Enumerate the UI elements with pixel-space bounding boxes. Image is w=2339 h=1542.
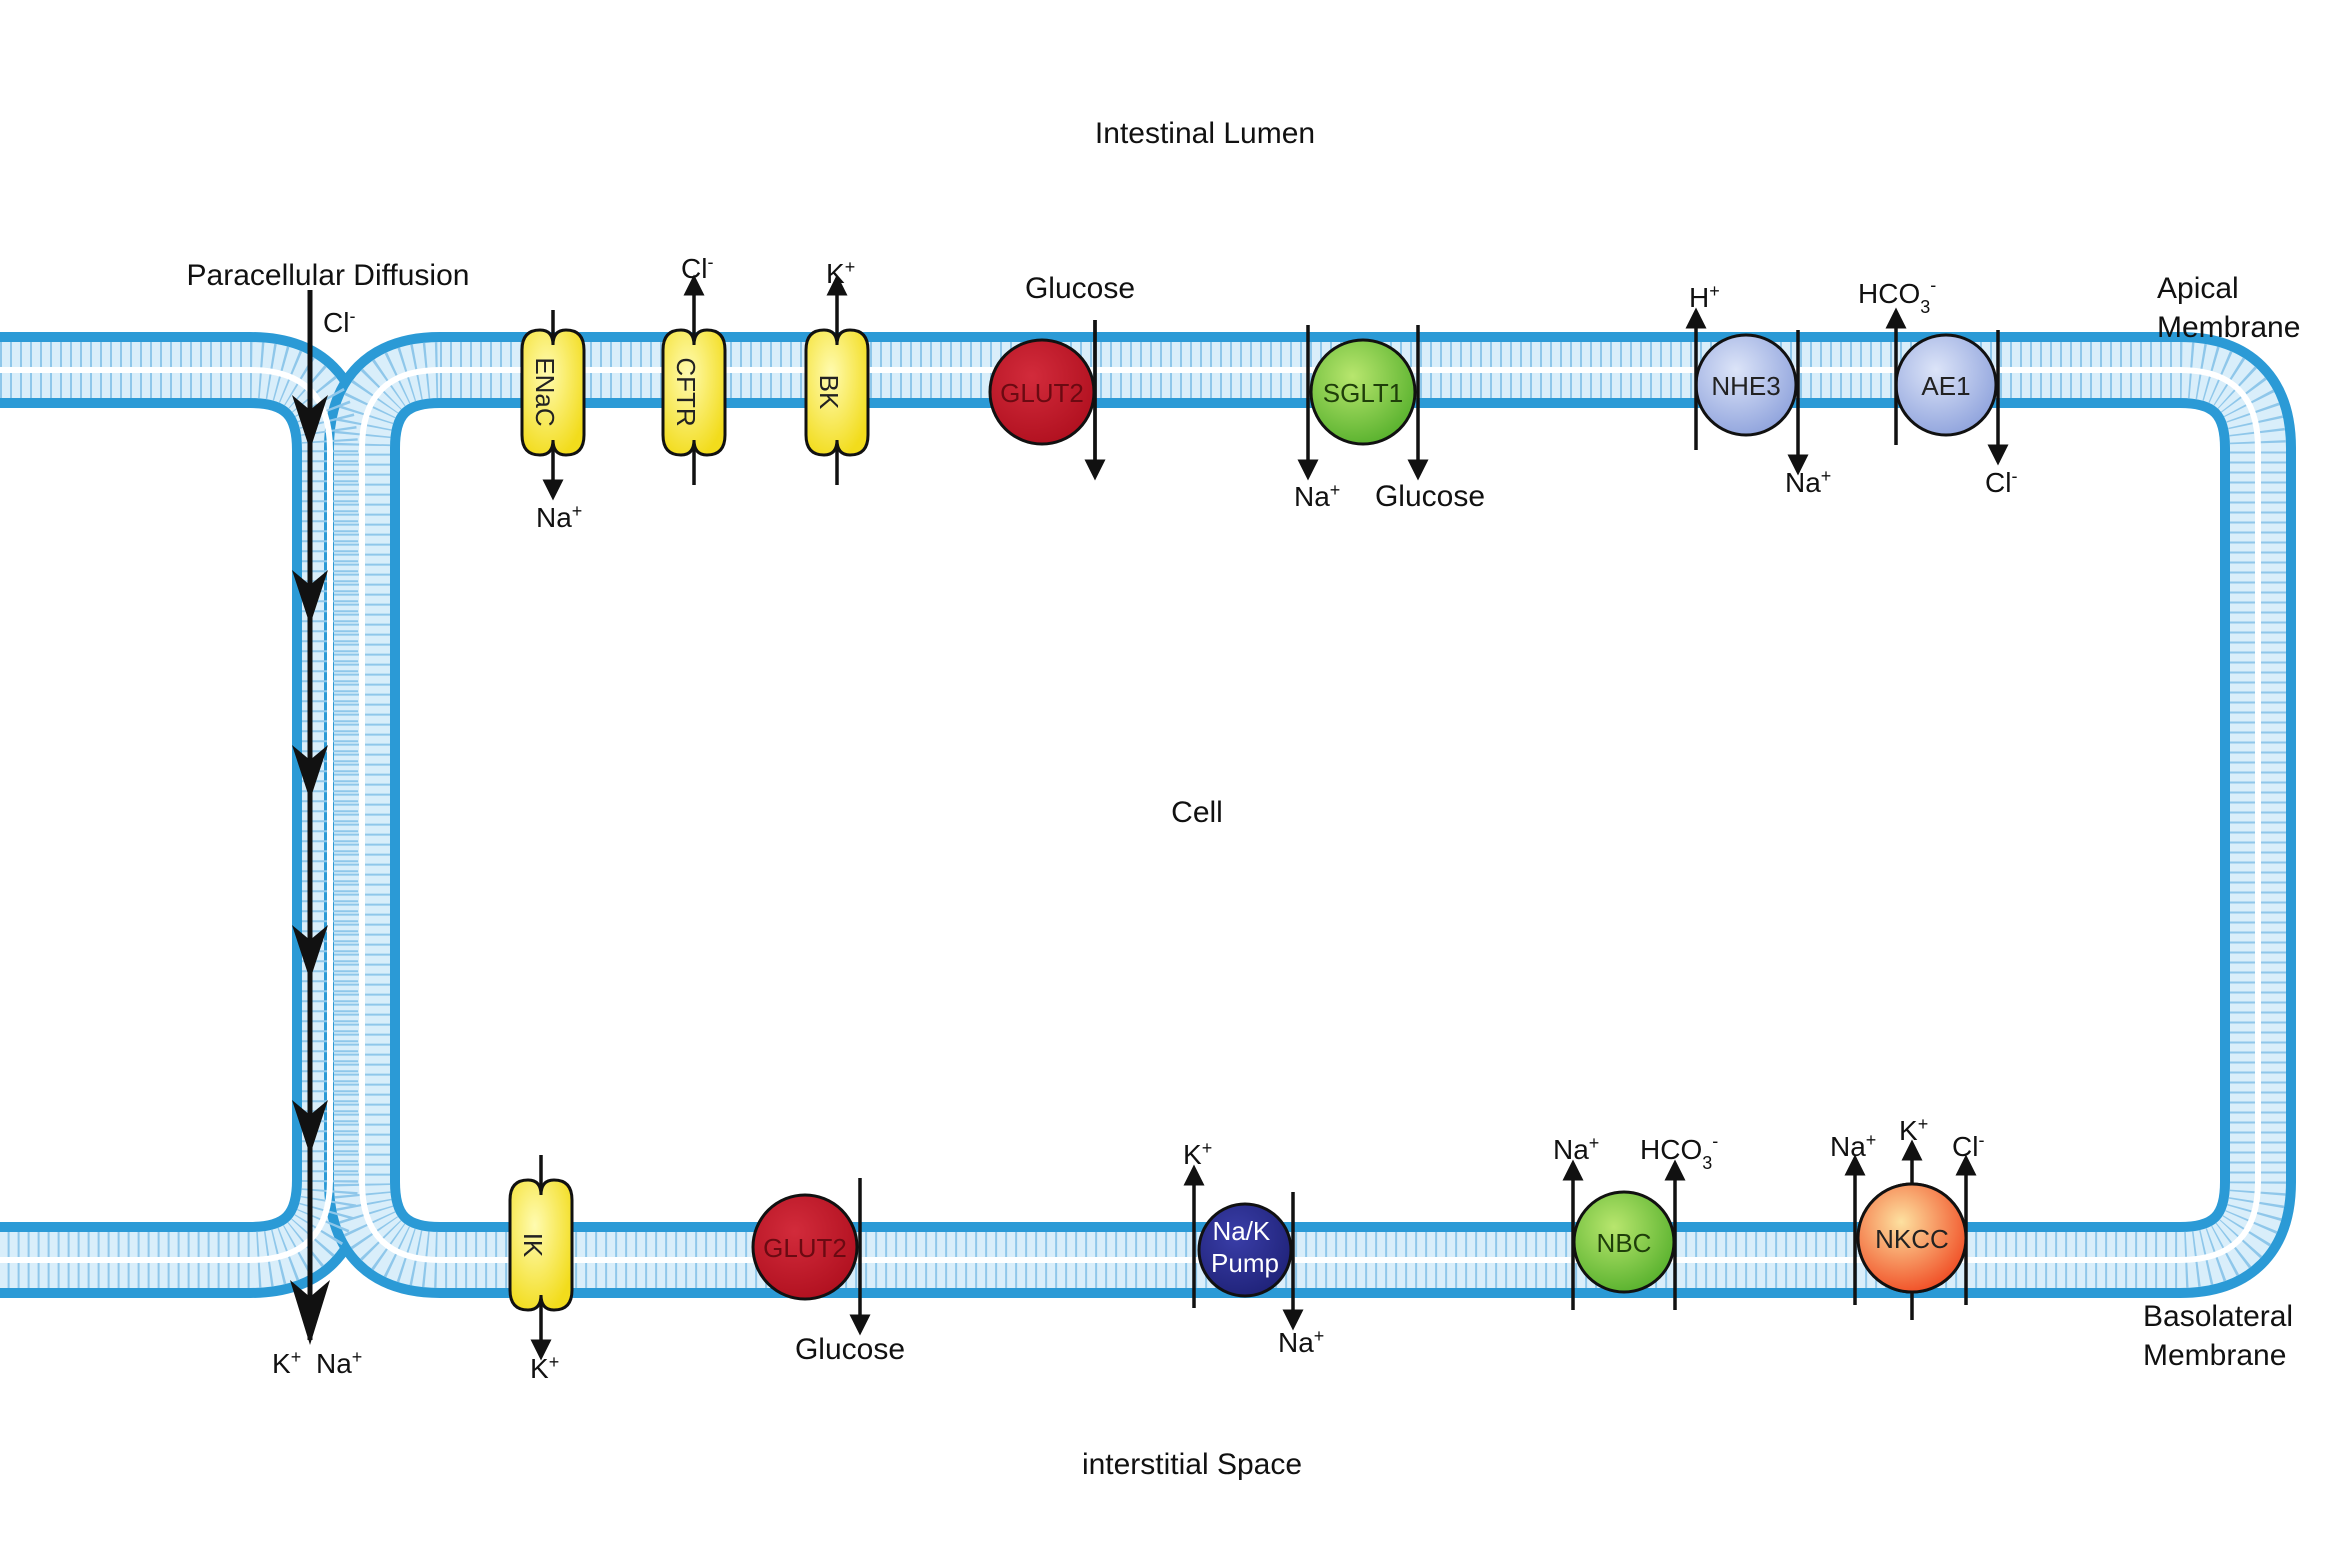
glut2-apical-transporter: GLUT2: [988, 320, 1106, 481]
cftr-cl-ion: Cl-: [681, 252, 713, 284]
sglt1-glucose: Glucose: [1375, 480, 1485, 513]
nkcc-na-ion: Na+: [1830, 1130, 1876, 1162]
ae1-exchanger: AE1: [1885, 307, 2009, 466]
nbc-cotransporter: NBC: [1562, 1159, 1686, 1310]
nhe3-na-ion: Na+: [1785, 466, 1831, 498]
glut2-basolateral-label: GLUT2: [763, 1233, 847, 1263]
nbc-hco3-ion: HCO3-: [1640, 1131, 1718, 1173]
sglt1-na-ion: Na+: [1294, 480, 1340, 512]
lumen-label: Intestinal Lumen: [1095, 117, 1315, 150]
ae1-cl-ion: Cl-: [1985, 466, 2017, 498]
sglt1-transporter: SGLT1: [1297, 325, 1429, 481]
ik-k-ion: K+: [530, 1352, 559, 1384]
glut2-basolateral-transporter: GLUT2: [751, 1178, 871, 1336]
glut2-basolateral-glucose: Glucose: [795, 1333, 905, 1366]
cell-label: Cell: [1171, 796, 1223, 829]
ik-channel: IK: [508, 1155, 574, 1361]
ik-label: IK: [518, 1233, 548, 1258]
nbc-na-ion: Na+: [1553, 1133, 1599, 1165]
ae1-hco3-ion: HCO3-: [1858, 275, 1936, 317]
left-cell-membrane: [0, 332, 368, 1298]
paracellular-arrow: [290, 290, 330, 1345]
para-na-ion: Na+: [316, 1347, 362, 1379]
nkcc-cotransporter: NKCC: [1844, 1139, 1977, 1320]
nhe3-exchanger: NHE3: [1685, 307, 1809, 476]
basolateral-membrane-label: Basolateral Membrane: [2143, 1300, 2301, 1372]
nhe3-h-ion: H+: [1689, 281, 1720, 313]
para-k-ion: K+: [272, 1347, 301, 1379]
sglt1-label: SGLT1: [1323, 378, 1403, 408]
bk-label: BK: [814, 375, 844, 410]
nkcc-k-ion: K+: [1899, 1114, 1928, 1146]
paracellular-label: Paracellular Diffusion: [187, 259, 470, 292]
enac-channel: ENaC: [520, 310, 586, 501]
interstitial-label: interstitial Space: [1082, 1448, 1302, 1481]
nak-pump: Na/K Pump: [1183, 1164, 1304, 1331]
bk-k-ion: K+: [826, 257, 855, 289]
nkcc-cl-ion: Cl-: [1952, 1130, 1984, 1162]
para-cl-ion: Cl-: [323, 306, 355, 338]
bk-channel: BK: [804, 274, 870, 485]
main-cell-membrane: [324, 332, 2296, 1298]
cftr-channel: CFTR: [661, 274, 727, 485]
glut2-apical-glucose: Glucose: [1025, 272, 1135, 305]
cftr-label: CFTR: [671, 357, 701, 426]
enac-label: ENaC: [530, 357, 560, 426]
nkcc-label: NKCC: [1875, 1224, 1949, 1254]
nak-label: Na/K Pump: [1211, 1216, 1279, 1278]
nak-na-ion: Na+: [1278, 1326, 1324, 1358]
apical-membrane-label: Apical Membrane: [2157, 272, 2300, 344]
nhe3-label: NHE3: [1711, 371, 1780, 401]
left-membrane-texture: [0, 342, 358, 1288]
glut2-apical-label: GLUT2: [1000, 378, 1084, 408]
nak-k-ion: K+: [1183, 1138, 1212, 1170]
ae1-label: AE1: [1921, 371, 1970, 401]
enac-na-ion: Na+: [536, 501, 582, 533]
nbc-label: NBC: [1597, 1228, 1652, 1258]
